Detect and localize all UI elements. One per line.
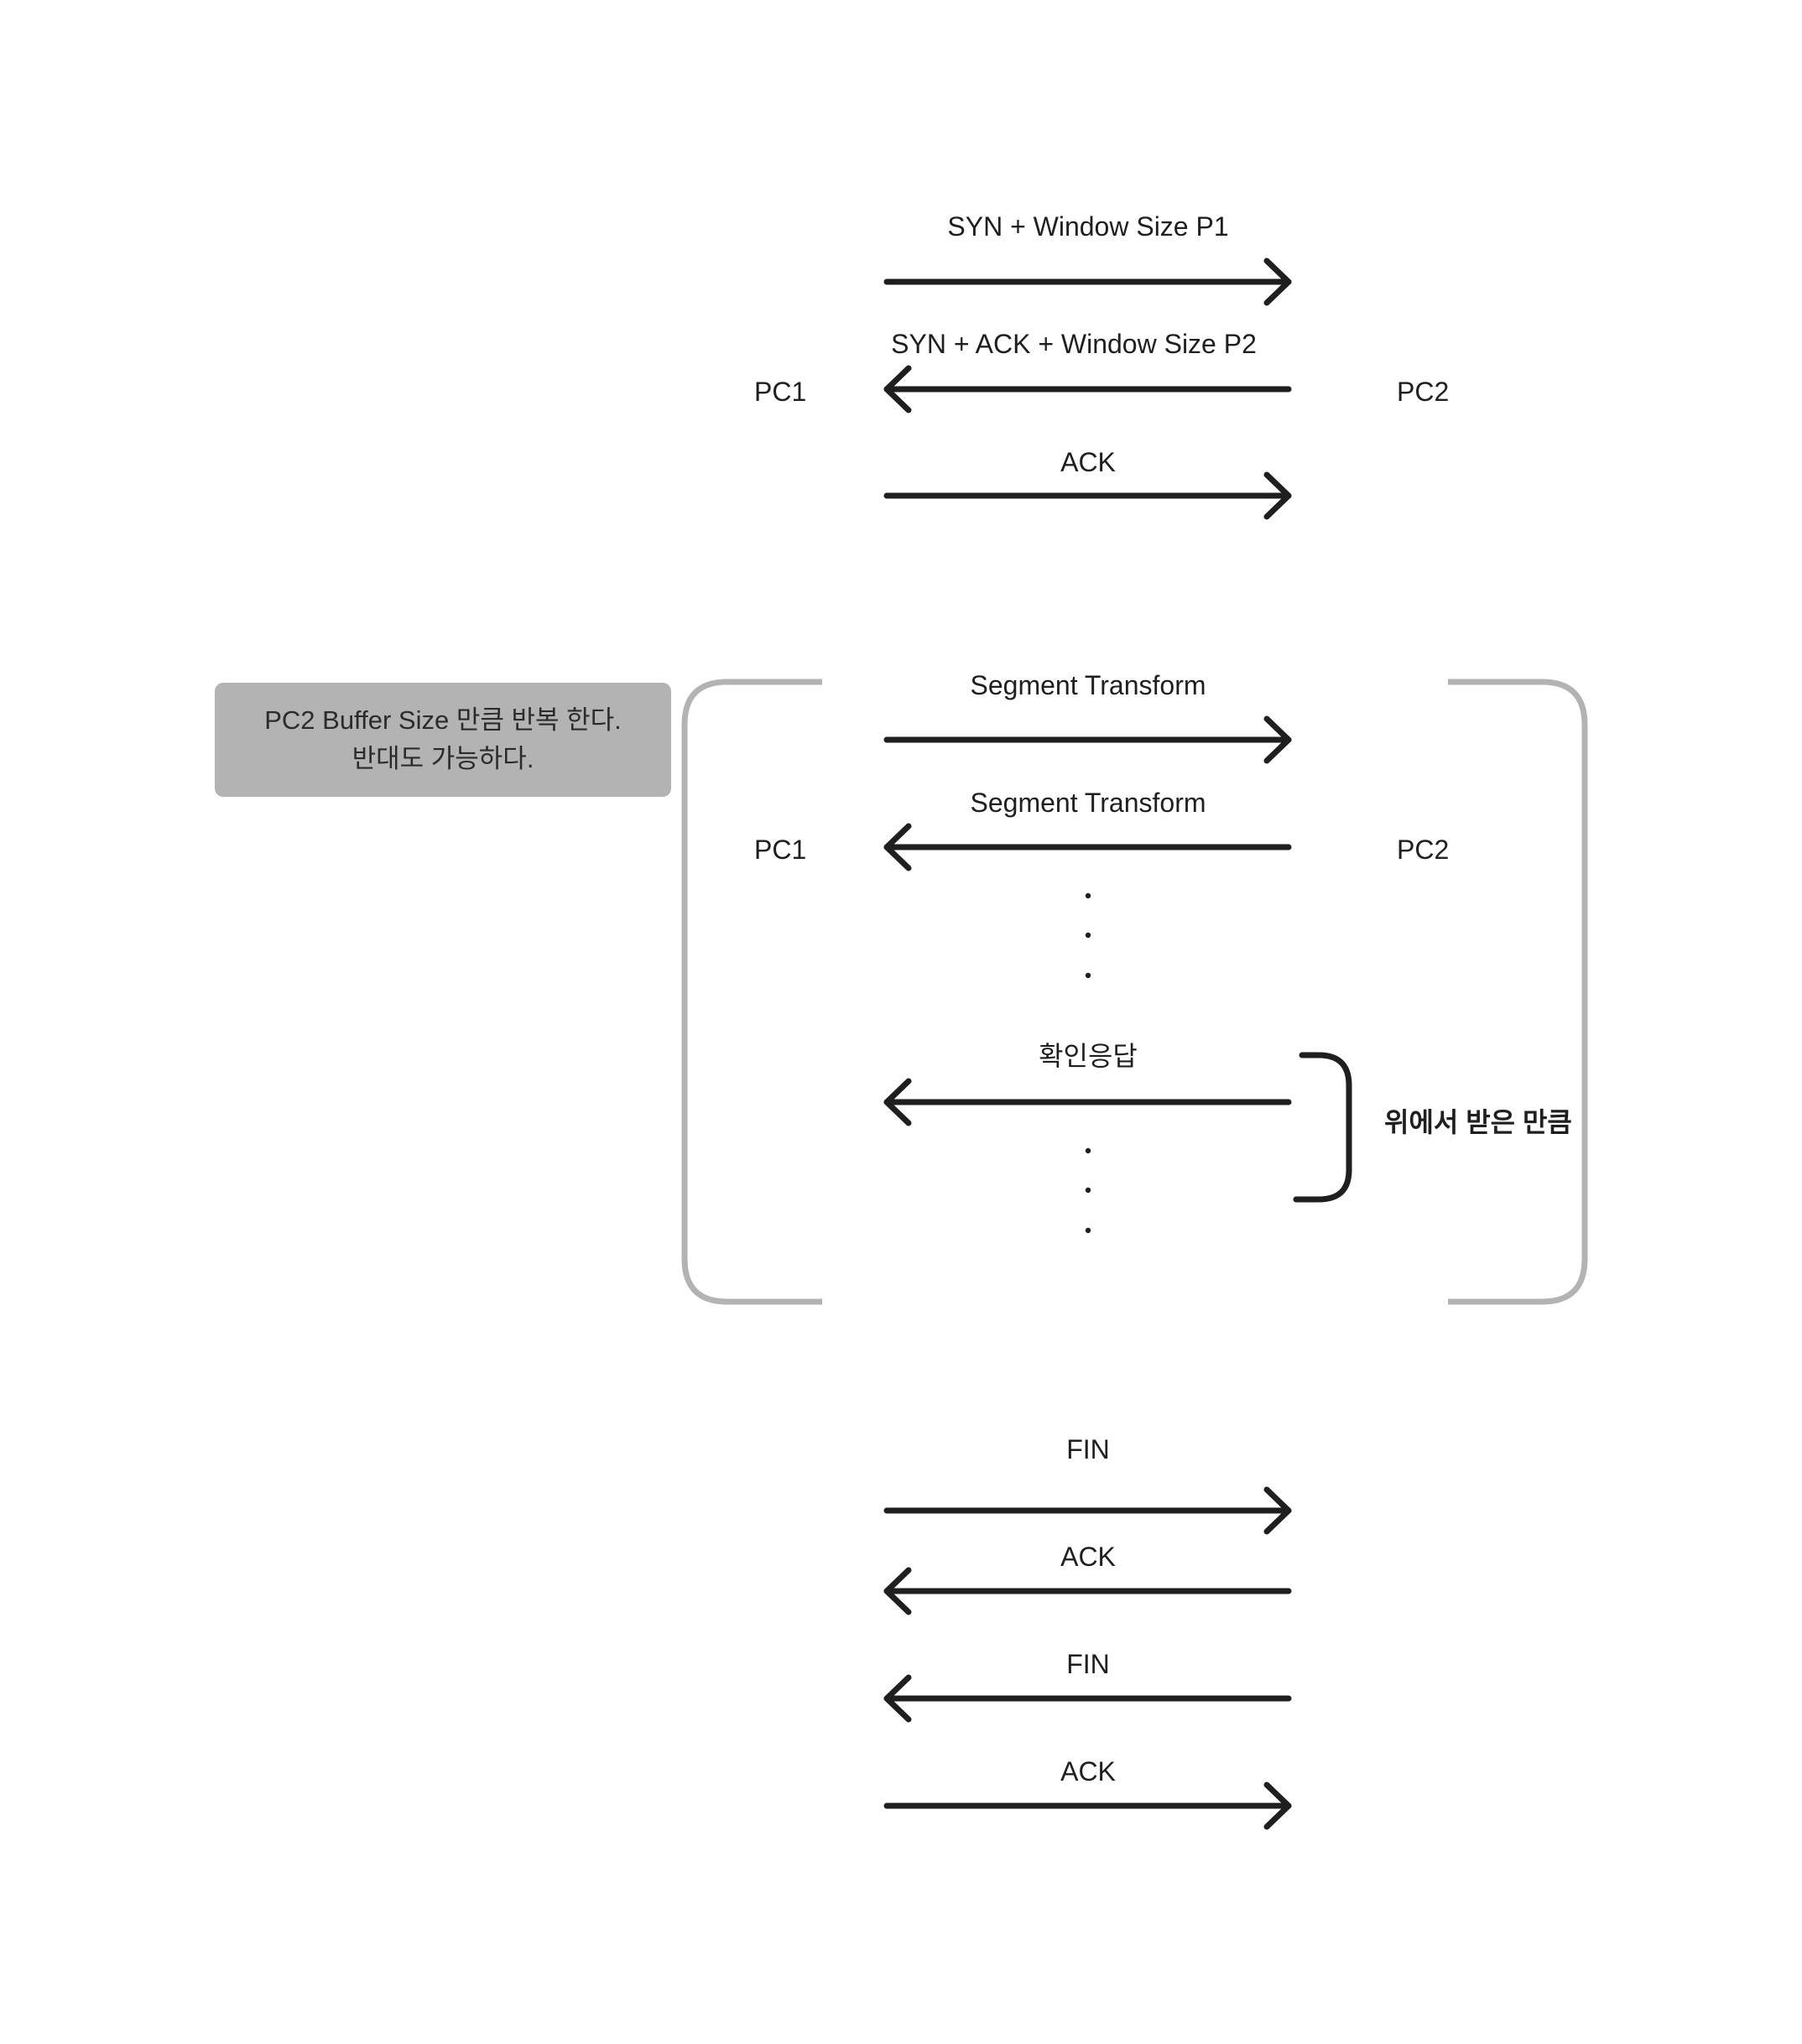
- right-bracket: [1448, 679, 1588, 1305]
- teardown-label-1: FIN: [1066, 1434, 1110, 1464]
- transfer-arrow-1: [883, 715, 1292, 764]
- ellipsis-dots-1: [1085, 892, 1091, 979]
- handshake-label-2: SYN + ACK + Window Size P2: [891, 329, 1257, 359]
- repeat-note-line-1: PC2 Buffer Size 만큼 반복 한다.: [264, 705, 622, 735]
- teardown-arrow-3: [883, 1674, 1292, 1723]
- teardown-arrow-1: [883, 1486, 1292, 1535]
- brace-label: 위에서 받은 만큼: [1384, 1107, 1572, 1137]
- teardown-label-4: ACK: [1060, 1756, 1116, 1787]
- handshake-label-3: ACK: [1060, 447, 1116, 477]
- transfer-label-2: Segment Transform: [970, 788, 1206, 818]
- ellipsis-dots-2: [1085, 1147, 1091, 1234]
- repeat-note: PC2 Buffer Size 만큼 반복 한다. 반대도 가능하다.: [215, 683, 671, 797]
- pc1-label-transfer: PC1: [754, 835, 807, 865]
- teardown-arrow-2: [883, 1567, 1292, 1615]
- pc1-label-handshake: PC1: [754, 377, 807, 407]
- pc2-label-transfer: PC2: [1397, 835, 1450, 865]
- ack-response-label: 확인응답: [1039, 1041, 1138, 1071]
- handshake-label-1: SYN + Window Size P1: [947, 211, 1229, 242]
- teardown-label-2: ACK: [1060, 1542, 1116, 1572]
- teardown-arrow-4: [883, 1781, 1292, 1830]
- handshake-arrow-1: [883, 257, 1292, 306]
- transfer-arrow-2: [883, 823, 1292, 871]
- pc2-label-handshake: PC2: [1397, 377, 1450, 407]
- transfer-label-1: Segment Transform: [970, 670, 1206, 700]
- ack-response-arrow: [883, 1078, 1292, 1126]
- right-brace: [1293, 1052, 1352, 1203]
- left-bracket: [681, 679, 822, 1305]
- handshake-arrow-3: [883, 471, 1292, 520]
- teardown-label-3: FIN: [1066, 1649, 1110, 1679]
- handshake-arrow-2: [883, 365, 1292, 413]
- repeat-note-line-2: 반대도 가능하다.: [352, 744, 534, 773]
